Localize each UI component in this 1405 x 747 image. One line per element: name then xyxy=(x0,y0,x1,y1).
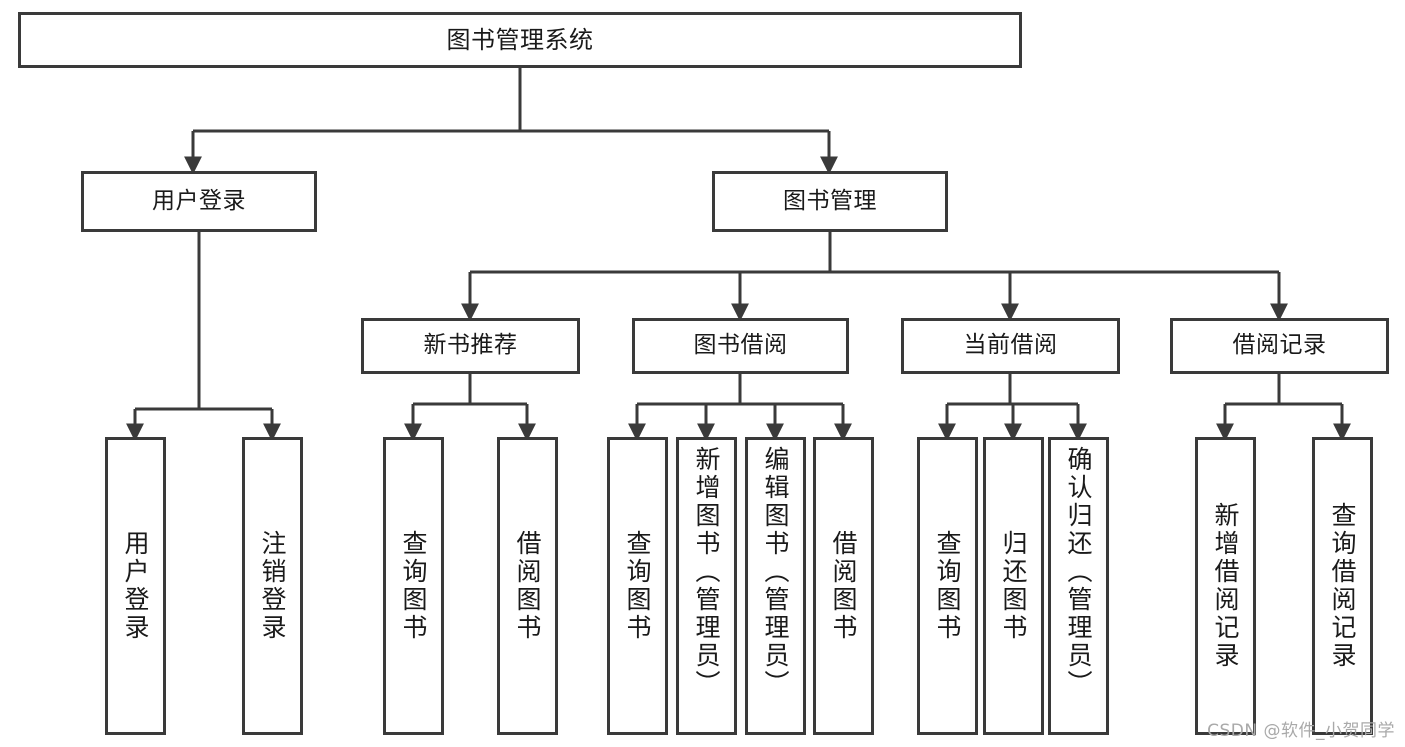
node-label: 新增图书（管理员） xyxy=(692,446,721,698)
leaf-query-book-current[interactable]: 查询图书 xyxy=(917,437,978,735)
node-label: 用户登录 xyxy=(121,530,150,642)
leaf-add-book-admin[interactable]: 新增图书（管理员） xyxy=(676,437,737,735)
node-user-login[interactable]: 用户登录 xyxy=(81,171,317,232)
leaf-confirm-return-admin[interactable]: 确认归还（管理员） xyxy=(1048,437,1109,735)
leaf-logout[interactable]: 注销登录 xyxy=(242,437,303,735)
node-label: 查询图书 xyxy=(933,530,962,642)
node-label: 注销登录 xyxy=(258,530,287,642)
leaf-query-book-newbook[interactable]: 查询图书 xyxy=(383,437,444,735)
node-label: 借阅记录 xyxy=(1232,332,1327,359)
node-label: 确认归还（管理员） xyxy=(1064,446,1093,698)
node-new-book-recommend[interactable]: 新书推荐 xyxy=(361,318,580,374)
node-label: 新增借阅记录 xyxy=(1211,502,1240,670)
node-label: 当前借阅 xyxy=(963,332,1058,359)
leaf-borrow-book-newbook[interactable]: 借阅图书 xyxy=(497,437,558,735)
leaf-borrow-book[interactable]: 借阅图书 xyxy=(813,437,874,735)
leaf-query-borrow-record[interactable]: 查询借阅记录 xyxy=(1312,437,1373,735)
leaf-add-borrow-record[interactable]: 新增借阅记录 xyxy=(1195,437,1256,735)
node-book-management[interactable]: 图书管理 xyxy=(712,171,948,232)
leaf-return-book[interactable]: 归还图书 xyxy=(983,437,1044,735)
watermark-text: CSDN @软件_小贺同学 xyxy=(1207,721,1395,741)
node-label: 查询图书 xyxy=(623,530,652,642)
node-label: 借阅图书 xyxy=(829,530,858,642)
node-borrow-records[interactable]: 借阅记录 xyxy=(1170,318,1389,374)
node-label: 图书借阅 xyxy=(693,332,788,359)
node-label: 查询借阅记录 xyxy=(1328,502,1357,670)
node-label: 归还图书 xyxy=(999,530,1028,642)
leaf-user-login[interactable]: 用户登录 xyxy=(105,437,166,735)
node-label: 编辑图书（管理员） xyxy=(761,446,790,698)
node-book-borrow[interactable]: 图书借阅 xyxy=(632,318,849,374)
node-label: 图书管理系统 xyxy=(446,25,594,54)
leaf-edit-book-admin[interactable]: 编辑图书（管理员） xyxy=(745,437,806,735)
node-root-book-management-system[interactable]: 图书管理系统 xyxy=(18,12,1022,68)
node-label: 新书推荐 xyxy=(423,332,518,359)
node-label: 用户登录 xyxy=(152,187,246,214)
node-label: 查询图书 xyxy=(399,530,428,642)
node-label: 借阅图书 xyxy=(513,530,542,642)
leaf-query-book-borrow[interactable]: 查询图书 xyxy=(607,437,668,735)
node-label: 图书管理 xyxy=(783,187,877,214)
node-current-borrow[interactable]: 当前借阅 xyxy=(901,318,1120,374)
